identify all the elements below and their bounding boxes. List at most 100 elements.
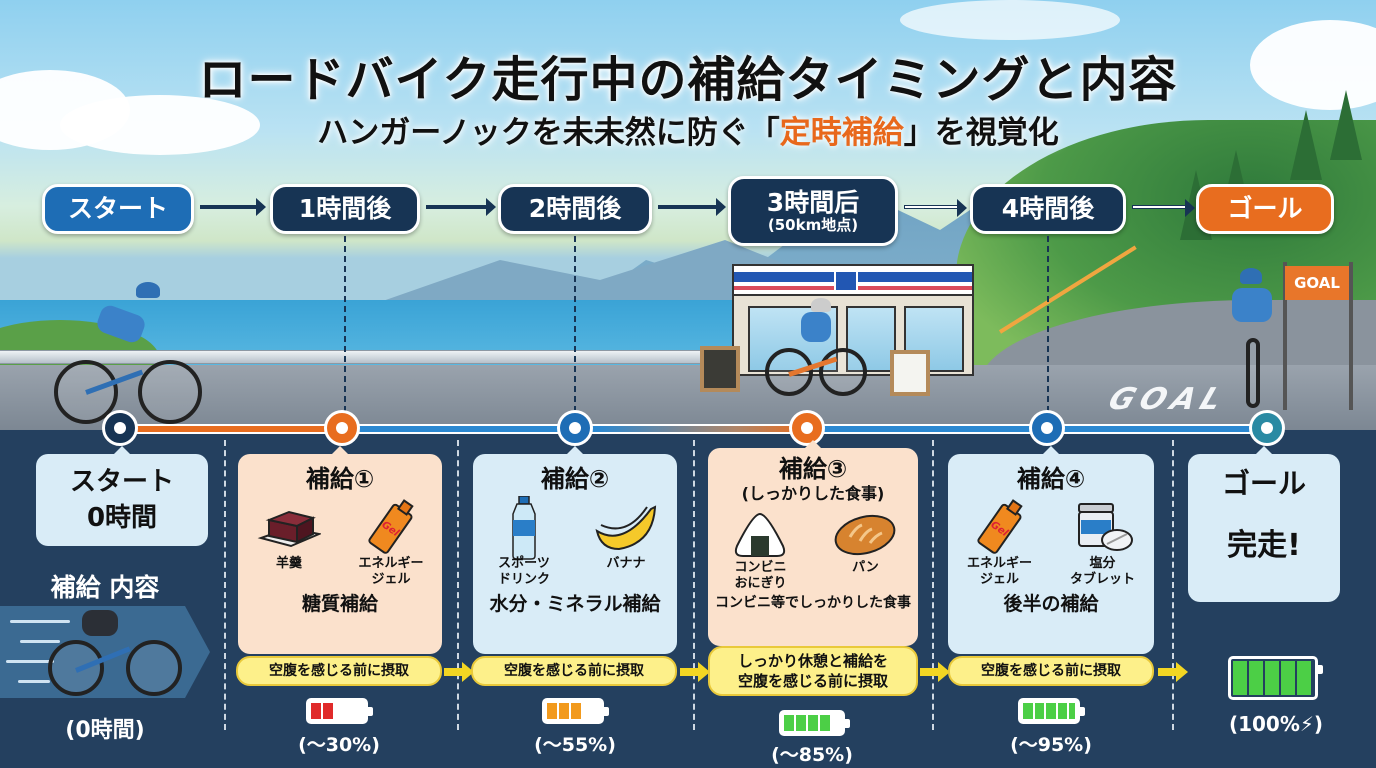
goal-flag: GOAL	[1285, 266, 1349, 300]
item-label: 塩分 タブレット	[1069, 556, 1135, 587]
battery-icon	[779, 710, 850, 736]
start-card-title: スタート	[69, 467, 174, 497]
goal-card-title: ゴール	[1221, 467, 1306, 500]
tree	[1330, 90, 1362, 160]
divider	[932, 440, 934, 730]
salt-tablet-icon	[1073, 500, 1133, 556]
step-start: スタート	[42, 184, 194, 234]
arrow-right-icon	[658, 198, 726, 216]
speed-line	[20, 640, 60, 643]
energy-gel-icon: Gel	[975, 499, 1025, 556]
arrow-right-icon	[904, 199, 967, 217]
card-category: 糖質補給	[301, 593, 378, 615]
energy-gel-icon: Gel	[366, 499, 416, 556]
timing-pill: 空腹を感じる前に摂取	[948, 656, 1154, 686]
guardrail	[0, 350, 760, 364]
item-label: パン	[852, 560, 879, 575]
page-subtitle: ハンガーノックを未未然に防ぐ「定時補給」を視覚化	[0, 107, 1376, 152]
timing-pill: 空腹を感じる前に摂取	[236, 656, 442, 686]
supply-content-heading: 補給 内容	[50, 573, 160, 602]
battery-percent: (〜95%)	[1010, 734, 1092, 756]
battery-percent: (〜55%)	[534, 734, 616, 756]
start-card: スタート 0時間	[36, 446, 208, 546]
step-3h: 3時間后(50km地点)	[728, 176, 898, 246]
battery-full-icon	[1228, 656, 1323, 700]
item-label: バナナ	[606, 556, 646, 571]
timeline-node-2	[557, 410, 593, 446]
banana-icon	[593, 500, 659, 556]
item-label: 羊羹	[275, 556, 302, 571]
cloud	[900, 0, 1120, 40]
card-title: 補給④	[1016, 465, 1086, 493]
step-2h: 2時間後	[498, 184, 652, 234]
road	[0, 365, 1376, 430]
divider	[457, 440, 459, 730]
step-4h: 4時間後	[970, 184, 1126, 234]
arrow-right-icon	[444, 662, 474, 682]
card-category: 後半の補給	[1003, 593, 1099, 615]
battery-icon	[306, 698, 373, 724]
battery-percent: (〜30%)	[298, 734, 380, 756]
supply-card-1: 補給① 羊羹 Gel エネルギー ジェル 糖質補給	[238, 446, 442, 654]
bread-icon	[832, 510, 898, 560]
subtitle-text: 」を視覚化	[903, 115, 1059, 151]
divider	[224, 440, 226, 730]
card-subtitle: (しっかりした食事)	[741, 484, 885, 503]
food-item: スポーツ ドリンク	[475, 496, 573, 588]
divider	[693, 440, 695, 730]
road-goal-marking: GOAL	[1103, 382, 1233, 417]
page-title: ロードバイク走行中の補給タイミングと内容	[198, 52, 1178, 108]
flag-pole	[1349, 262, 1353, 410]
connector-line	[344, 236, 346, 412]
card-title: 補給③	[778, 455, 848, 483]
supply-card-3: 補給③ (しっかりした食事) コンビニ おにぎり パン コンビニ等でしっかりした…	[708, 440, 918, 646]
timeline-node-start	[102, 410, 138, 446]
background-scene: GOAL	[0, 0, 1376, 430]
item-label: エネルギー ジェル	[358, 556, 424, 587]
food-item: バナナ	[577, 500, 675, 588]
start-time-label: (0時間)	[65, 718, 145, 743]
supply-card-4: 補給④ Gel エネルギー ジェル 塩分 タブレット 後半の補給	[948, 446, 1154, 654]
timing-pill: 空腹を感じる前に摂取	[471, 656, 677, 686]
supply-card-2: 補給② スポーツ ドリンク バナナ 水分・ミネラル補給	[473, 446, 677, 654]
food-item: 羊羹	[240, 500, 338, 588]
food-item: 塩分 タブレット	[1053, 500, 1152, 588]
food-item: Gel エネルギー ジェル	[950, 499, 1049, 588]
arrow-right-icon	[426, 198, 496, 216]
step-goal: ゴール	[1196, 184, 1334, 234]
arrow-right-icon	[1158, 662, 1188, 682]
arrow-right-icon	[200, 198, 266, 216]
timeline-segment	[120, 424, 342, 434]
speed-line	[10, 620, 70, 623]
goal-card-message: 完走!	[1227, 528, 1301, 563]
food-item: コンビニ おにぎり	[710, 510, 811, 592]
goal-card: ゴール 完走!	[1188, 446, 1340, 602]
subtitle-highlight: 定時補給	[779, 115, 904, 151]
timeline-node-4	[1029, 410, 1065, 446]
battery-icon	[542, 698, 609, 724]
timeline-node-goal	[1249, 410, 1285, 446]
cloud	[60, 95, 260, 155]
battery-percent: (〜85%)	[771, 744, 853, 766]
timing-pill: しっかり休憩と補給を 空腹を感じる前に摂取	[708, 646, 918, 696]
item-label: エネルギー ジェル	[966, 556, 1032, 587]
tree	[1290, 110, 1322, 180]
onigiri-icon	[733, 510, 787, 560]
subtitle-text: ハンガーノックを未未然に防ぐ「	[317, 115, 780, 151]
divider	[1172, 440, 1174, 730]
card-title: 補給①	[305, 465, 375, 493]
start-card-time: 0時間	[86, 503, 158, 533]
card-category: コンビニ等でしっかりした食事	[715, 595, 911, 611]
battery-icon	[1018, 698, 1085, 724]
item-label: スポーツ ドリンク	[497, 556, 550, 587]
arrow-right-icon	[1132, 199, 1195, 217]
onigiri-signboard	[700, 346, 740, 392]
arrow-right-icon	[680, 662, 710, 682]
speed-line	[6, 660, 54, 663]
store-logo-icon	[834, 270, 858, 292]
item-label: コンビニ おにぎり	[734, 560, 787, 591]
card-category: 水分・ミネラル補給	[489, 593, 661, 615]
step-1h: 1時間後	[270, 184, 420, 234]
speed-line	[18, 680, 50, 683]
connector-line	[574, 236, 576, 412]
